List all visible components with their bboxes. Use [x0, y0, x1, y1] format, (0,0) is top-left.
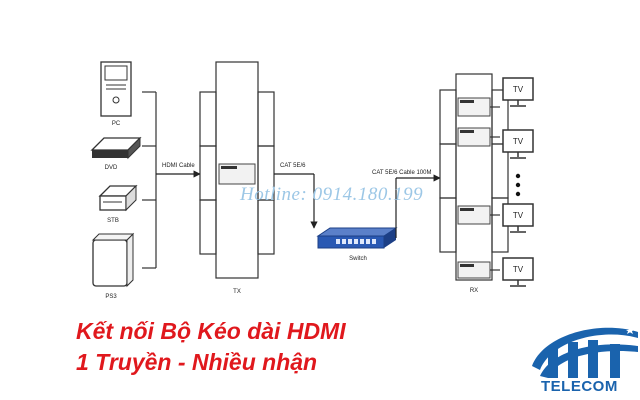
source-label-dvd: DVD — [105, 165, 118, 171]
source-label-ps3: PS3 — [105, 294, 117, 300]
tv-label: TV — [513, 85, 524, 94]
hn-telecom-logo — [532, 326, 638, 378]
source-bracket — [142, 91, 157, 269]
pc-tower-icon — [100, 61, 132, 117]
source-label-stb: STB — [107, 218, 119, 224]
page-title: Kết nối Bộ Kéo dài HDMI 1 Truyền - Nhiều… — [76, 316, 346, 378]
set-top-box-icon — [98, 184, 138, 212]
title-line-1: Kết nối Bộ Kéo dài HDMI — [76, 318, 346, 344]
tv-icon — [502, 257, 534, 287]
rx-label: RX — [470, 288, 478, 294]
switch-label: Switch — [349, 256, 367, 262]
cat-link-label: CAT 5E/6 — [280, 163, 306, 169]
dvd-player-icon — [90, 136, 142, 160]
tx-extender-icon — [218, 163, 256, 185]
tv-icon — [502, 129, 534, 159]
title-line-2: 1 Truyền - Nhiều nhận — [76, 349, 318, 375]
network-switch-icon — [316, 227, 398, 249]
rx-receiver-brand-marks — [460, 100, 474, 267]
tv-label: TV — [513, 137, 524, 146]
tv-icon — [502, 77, 534, 107]
ps3-console-icon — [91, 232, 135, 288]
hdmi-cable-label: HDMI Cable — [162, 163, 195, 169]
logo-text: TELECOM — [541, 378, 618, 395]
tv-icon — [502, 203, 534, 233]
hotline-watermark: Hotline: 0914.180.199 — [240, 184, 424, 205]
source-label-pc: PC — [112, 121, 121, 127]
tv-label: TV — [513, 265, 524, 274]
rx-to-tv-lines — [490, 106, 500, 271]
tv-label: TV — [513, 211, 524, 220]
rx-link-label: CAT 5E/6 Cable 100M — [372, 170, 431, 176]
ellipsis-dots — [515, 173, 521, 197]
tx-label: TX — [233, 289, 241, 295]
